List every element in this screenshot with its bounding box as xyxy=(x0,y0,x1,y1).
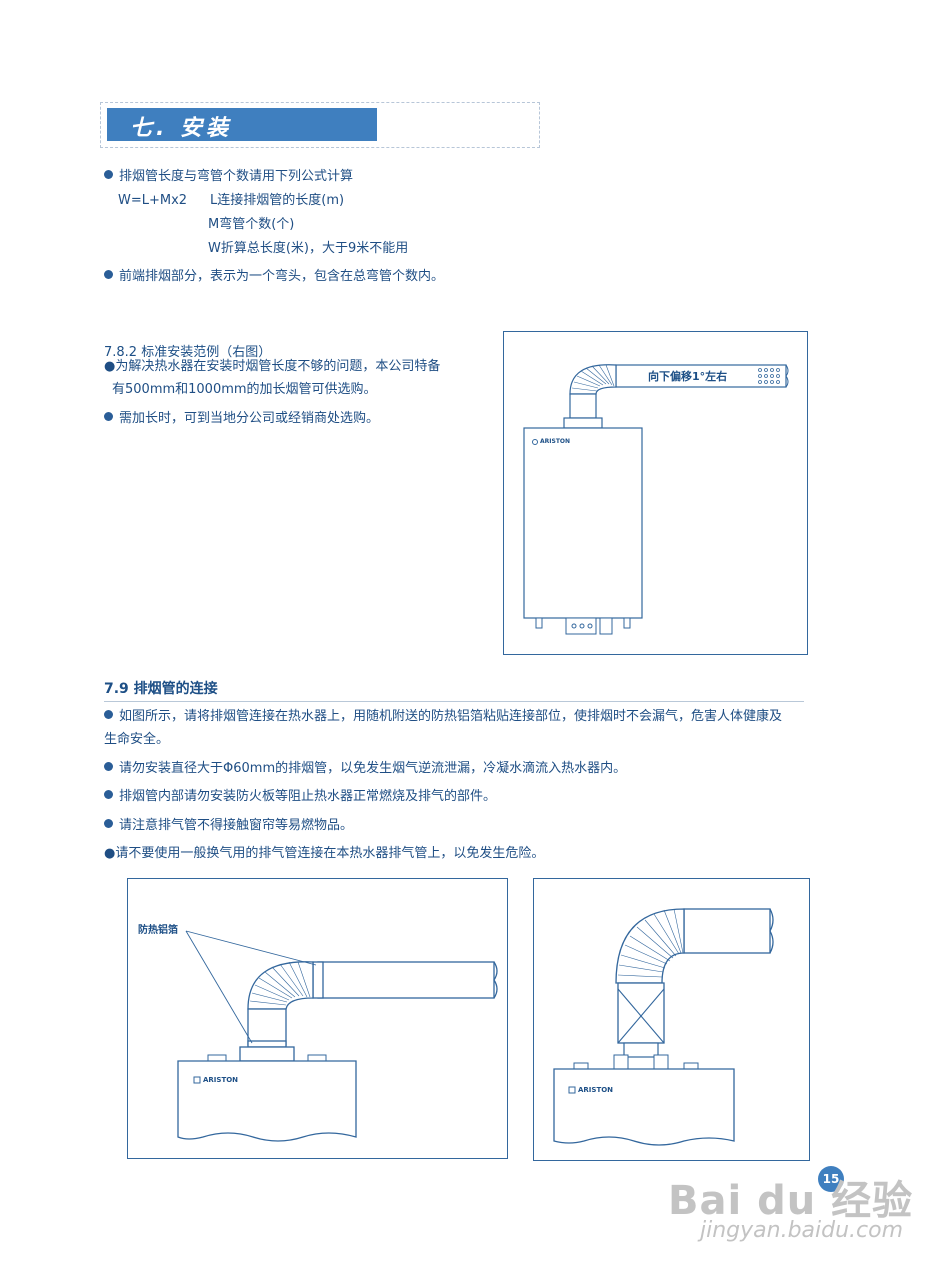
example-heading: 7.8.2 标准安装范例（右图） xyxy=(104,345,272,360)
connection-heading: 7.9 排烟管的连接 xyxy=(104,681,218,697)
foil-callout-label: 防热铝箔 xyxy=(138,925,178,936)
heading-divider xyxy=(104,701,804,702)
formula-bullet: 排烟管长度与弯管个数请用下列公式计算 xyxy=(104,168,353,186)
section-header-frame xyxy=(100,102,540,148)
connection-bullet4: 请注意排气管不得接触窗帘等易燃物品。 xyxy=(104,817,353,835)
front-exhaust-note: 前端排烟部分，表示为一个弯头，包含在总弯管个数内。 xyxy=(104,268,444,286)
section-header-band xyxy=(107,108,377,141)
brand-logo-text-right: ARISTON xyxy=(578,1086,614,1094)
watermark-url: jingyan.baidu.com xyxy=(700,1218,904,1243)
connection-bullet1-line2: 生命安全。 xyxy=(104,732,170,747)
brand-logo-text: ARISTON xyxy=(540,438,571,445)
prohibited-connection-figure: ARISTON xyxy=(533,878,810,1161)
connection-bullet5: ●请不要使用一般换气用的排气管连接在本热水器排气管上，以免发生危险。 xyxy=(104,846,545,861)
formula-def-w: W折算总长度(米)，大于9米不能用 xyxy=(208,241,409,256)
foil-wrapped-flue-drawing xyxy=(177,930,498,1142)
connection-bullet3: 排烟管内部请勿安装防火板等阻止热水器正常燃烧及排气的部件。 xyxy=(104,788,496,806)
brand-logo-text-left: ARISTON xyxy=(203,1076,239,1084)
watermark-logo: Bai du 经验 xyxy=(668,1178,914,1224)
example-bullet1-line1: ●为解决热水器在安装时烟管长度不够的问题，本公司特备 xyxy=(104,359,441,374)
page-number: 15 xyxy=(818,1166,844,1192)
crossed-flue-drawing xyxy=(553,908,774,1146)
connection-bullet1-line1: 如图所示，请将排烟管连接在热水器上，用随机附送的防热铝箔粘贴连接部位，使排烟时不… xyxy=(104,708,782,726)
formula-equation: W=L+Mx2 xyxy=(118,193,188,208)
section-title: 七. 安装 xyxy=(130,116,233,141)
formula-def-l: L连接排烟管的长度(m) xyxy=(210,193,345,208)
connection-bullet2: 请勿安装直径大于Φ60mm的排烟管，以免发生烟气逆流泄漏，冷凝水滴流入热水器内。 xyxy=(104,760,626,778)
heater-with-flue-drawing xyxy=(523,364,789,635)
standard-installation-figure: 向下偏移1°左右 ARISTON xyxy=(503,331,808,655)
formula-def-m: M弯管个数(个) xyxy=(208,217,295,232)
correct-connection-figure: 防热铝箔 ARISTON xyxy=(127,878,508,1159)
offset-angle-label: 向下偏移1°左右 xyxy=(648,370,728,383)
example-bullet2: 需加长时，可到当地分公司或经销商处选购。 xyxy=(104,410,379,428)
example-bullet1-line2: 有500mm和1000mm的加长烟管可供选购。 xyxy=(112,382,377,397)
